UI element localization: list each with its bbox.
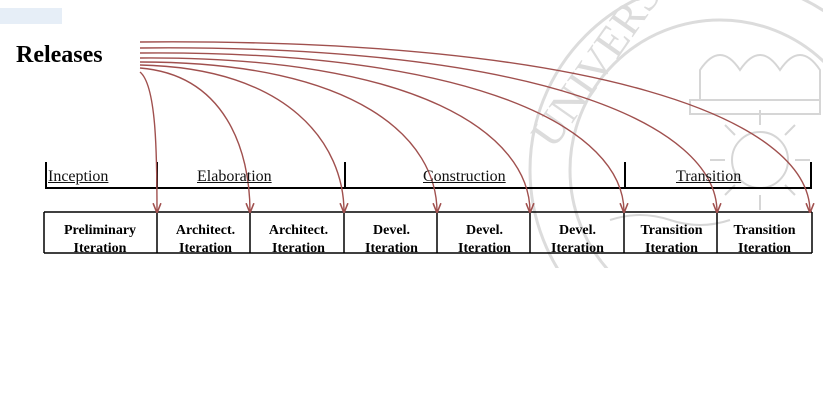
iteration-kind: Iteration [551, 241, 604, 256]
release-arrow-8 [139, 41, 810, 212]
phase-label-inception: Inception [48, 168, 109, 185]
iteration-kind: Iteration [179, 241, 232, 256]
iteration-kind: Iteration [272, 241, 325, 256]
iteration-cell-6: Devel. Iteration [531, 222, 624, 258]
release-arrow-7 [139, 47, 717, 212]
iteration-name: Preliminary [63, 223, 137, 238]
release-arrow-1 [139, 71, 157, 212]
iteration-cell-2: Architect. Iteration [159, 222, 252, 258]
release-arrow-4 [139, 61, 437, 212]
release-arrows [139, 41, 810, 212]
iteration-kind: Iteration [458, 241, 511, 256]
iteration-cell-4: Devel. Iteration [345, 222, 438, 258]
iteration-cell-7: Transition Iteration [625, 222, 718, 258]
iteration-cell-5: Devel. Iteration [438, 222, 531, 258]
release-arrow-5 [139, 57, 530, 212]
iteration-grid [43, 211, 813, 254]
release-arrow-6 [139, 52, 624, 212]
iteration-name: Devel. [373, 223, 410, 238]
blank-area [0, 268, 823, 400]
university-seal-watermark: UNIVERSIDAD [521, 0, 823, 268]
slide: UNIVERSIDAD Releases [0, 0, 823, 268]
iteration-kind: Iteration [365, 241, 418, 256]
iteration-name: Devel. [466, 223, 503, 238]
iteration-cell-1: Preliminary Iteration [50, 222, 150, 258]
release-diagram [43, 41, 823, 254]
iteration-name: Devel. [559, 223, 596, 238]
iteration-cell-8: Transition Iteration [718, 222, 811, 258]
release-arrow-2 [139, 67, 250, 212]
iteration-name: Transition [640, 223, 703, 238]
releases-title: Releases [16, 42, 103, 68]
iteration-kind: Iteration [645, 241, 698, 256]
iteration-name: Transition [733, 223, 796, 238]
iteration-kind: Iteration [738, 241, 791, 256]
phase-label-transition: Transition [676, 168, 742, 185]
phase-timeline [45, 162, 812, 189]
corner-decoration [0, 8, 62, 24]
phase-label-construction: Construction [423, 168, 506, 185]
iteration-cell-3: Architect. Iteration [252, 222, 345, 258]
iteration-name: Architect. [175, 223, 236, 238]
phase-label-elaboration: Elaboration [197, 168, 272, 185]
iteration-name: Architect. [268, 223, 329, 238]
iteration-kind: Iteration [73, 241, 127, 256]
release-arrow-3 [139, 64, 344, 212]
